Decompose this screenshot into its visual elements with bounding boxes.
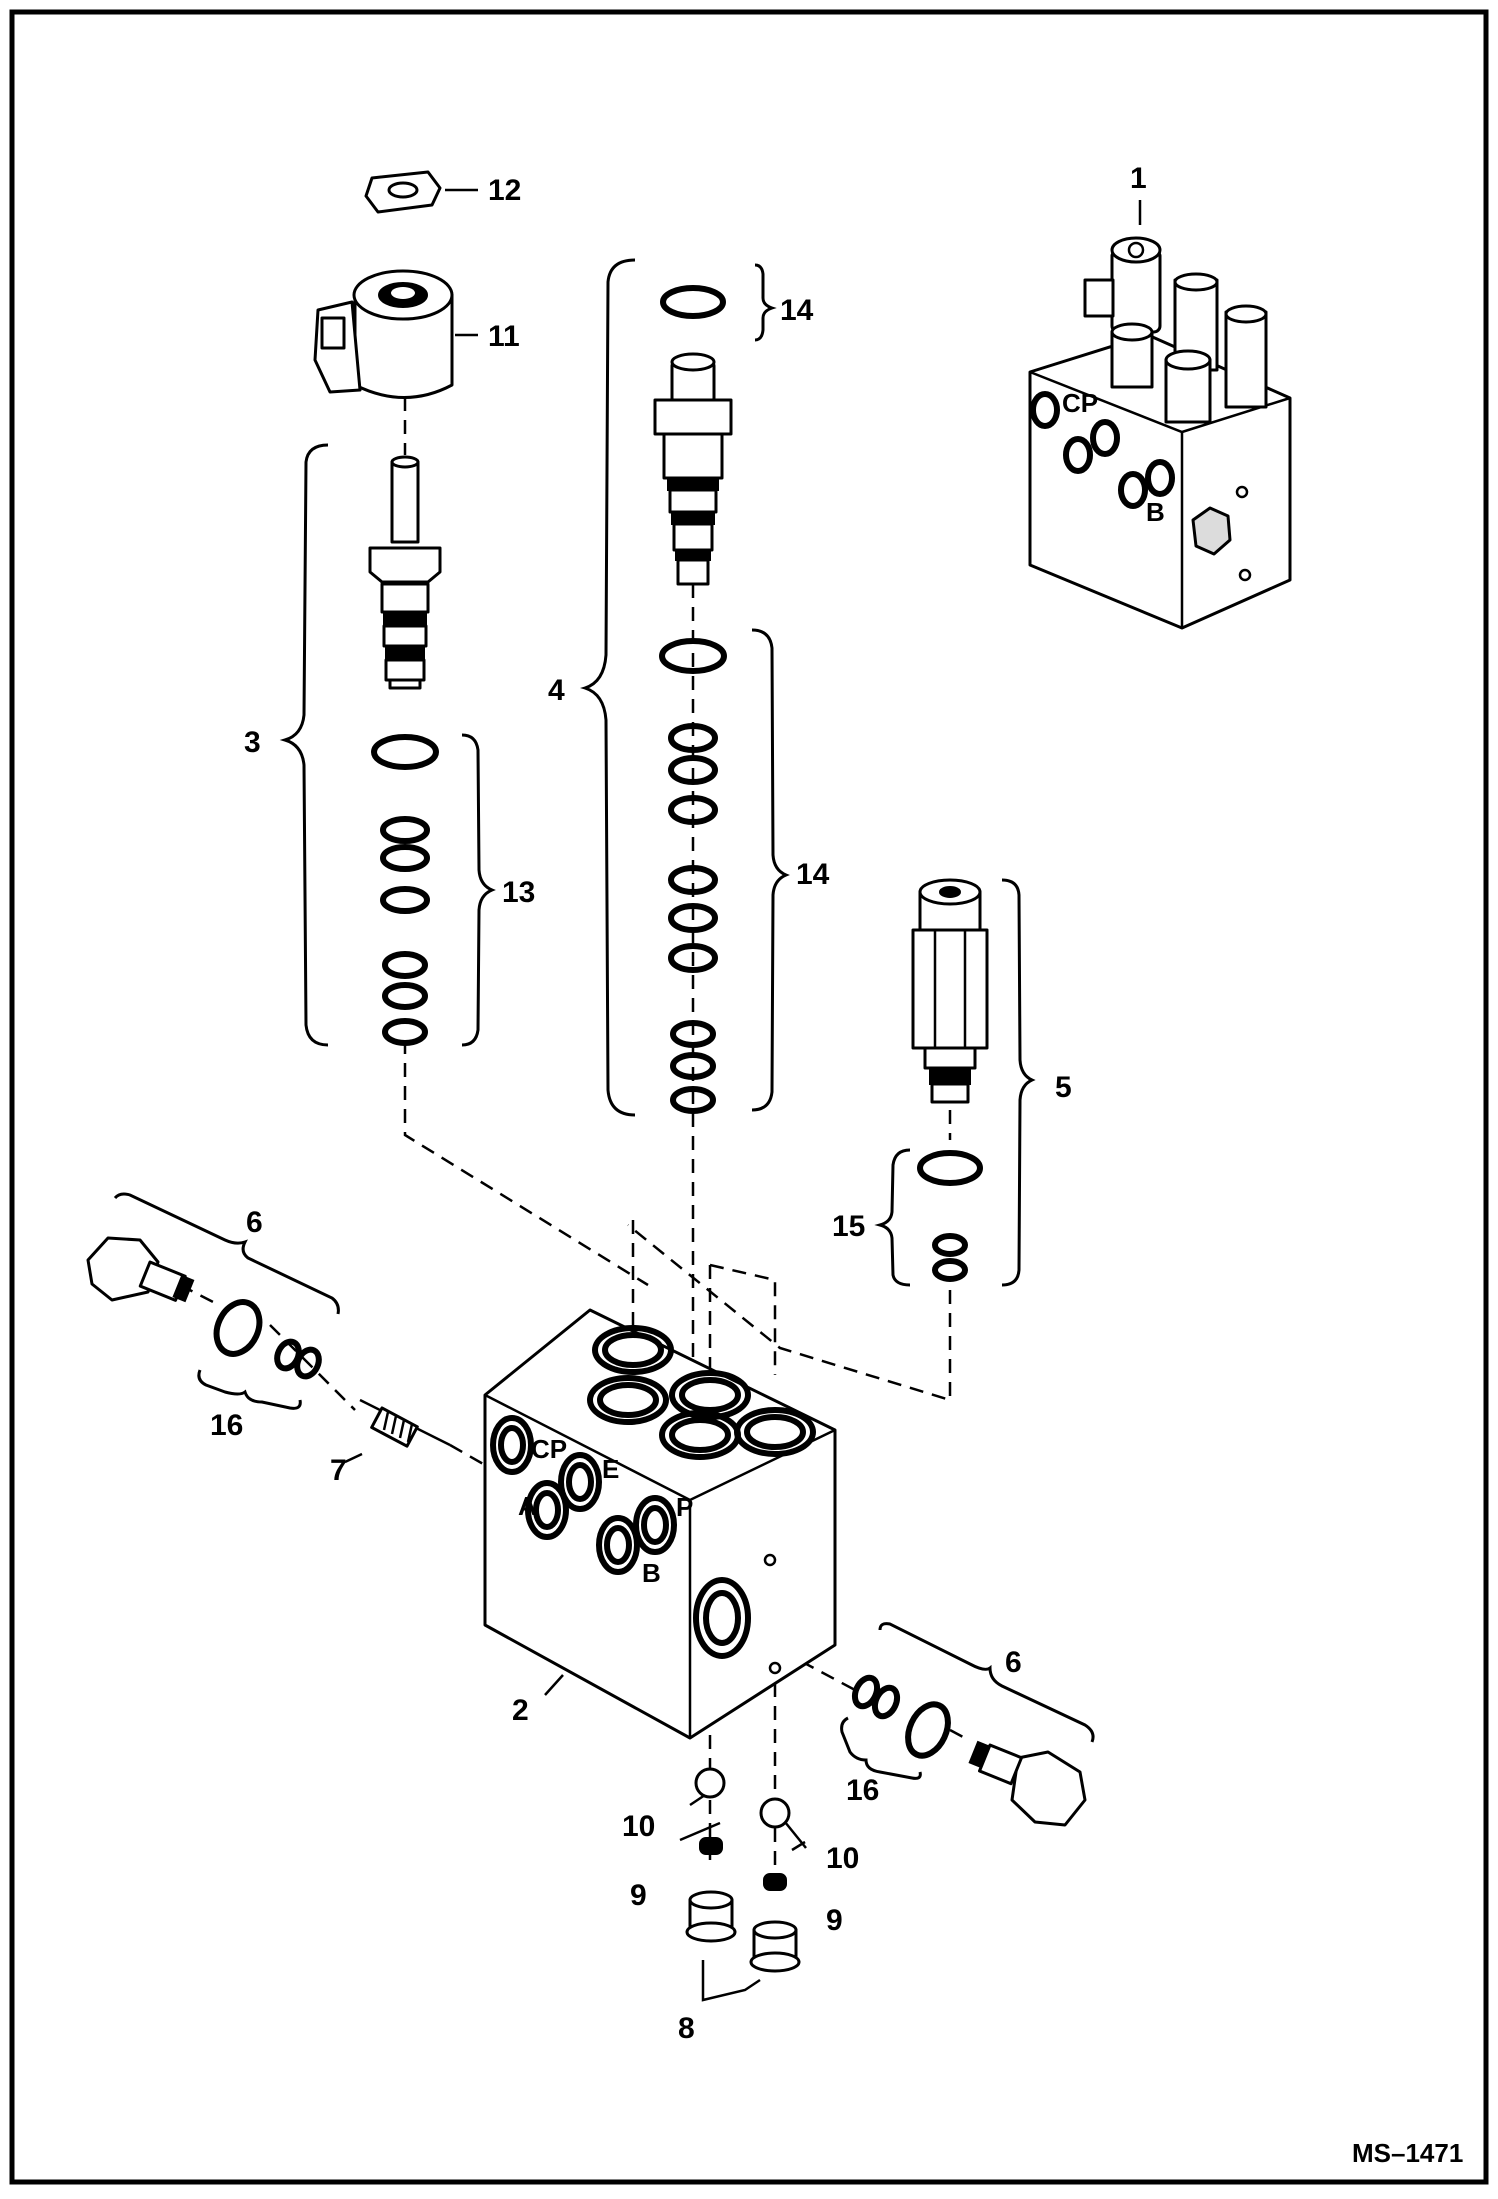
callout-labels: 1 2 3 4 5 6 6 7 8 9 9 10 10 11 12 13 14 … [210,162,1147,2045]
port-mark-cp: CP [531,1434,567,1464]
group-braces [113,258,1095,1780]
callout-16-right: 16 [846,1774,879,1807]
callout-6-left: 6 [246,1206,263,1239]
leader-lines [344,188,1142,2002]
relief-valve-5 [911,878,989,1104]
callout-2: 2 [512,1694,529,1727]
page-border [9,9,1489,2185]
callout-6-right: 6 [1005,1646,1022,1679]
spool-7 [359,1398,451,1448]
callout-14-bottom: 14 [796,858,830,891]
callout-14-top: 14 [780,294,814,327]
plug-6-right [968,1740,1087,1827]
cartridge-valve-4 [653,352,733,586]
overview-port-mark-cp: CP [1062,388,1098,418]
solenoid-valve-cartridge-3 [368,455,442,690]
callout-12: 12 [488,174,521,207]
o-rings [213,285,983,1759]
callout-13: 13 [502,876,535,909]
nut-12 [364,170,442,214]
callout-5: 5 [1055,1071,1072,1104]
callout-11: 11 [488,320,520,353]
callout-7: 7 [330,1454,347,1487]
port-mark-a: A [518,1491,537,1521]
callout-4: 4 [548,674,565,707]
port-mark-e: E [602,1454,619,1484]
callout-8: 8 [678,2012,695,2045]
plugs-8 [685,1890,801,1973]
solenoid-coil-11 [313,269,454,399]
overview-port-mark-b: B [1146,497,1165,527]
callout-3: 3 [244,726,261,759]
valve-assembly-overview [1028,236,1292,630]
plug-6-left [86,1236,195,1303]
drawing-reference-code: MS–1471 [1352,2138,1463,2168]
callout-9-left: 9 [630,1879,647,1912]
callout-16-left: 16 [210,1409,243,1442]
callout-10-right: 10 [826,1842,859,1875]
callout-1: 1 [1130,162,1147,195]
callout-9-right: 9 [826,1904,843,1937]
callout-10-left: 10 [622,1810,655,1843]
check-balls-10 [694,1767,791,1829]
springs-9 [699,1837,787,1891]
manifold-block-2: CP E A P B [483,1308,837,1740]
port-mark-b: B [642,1558,661,1588]
callout-15: 15 [832,1210,865,1243]
port-mark-p: P [676,1492,693,1522]
